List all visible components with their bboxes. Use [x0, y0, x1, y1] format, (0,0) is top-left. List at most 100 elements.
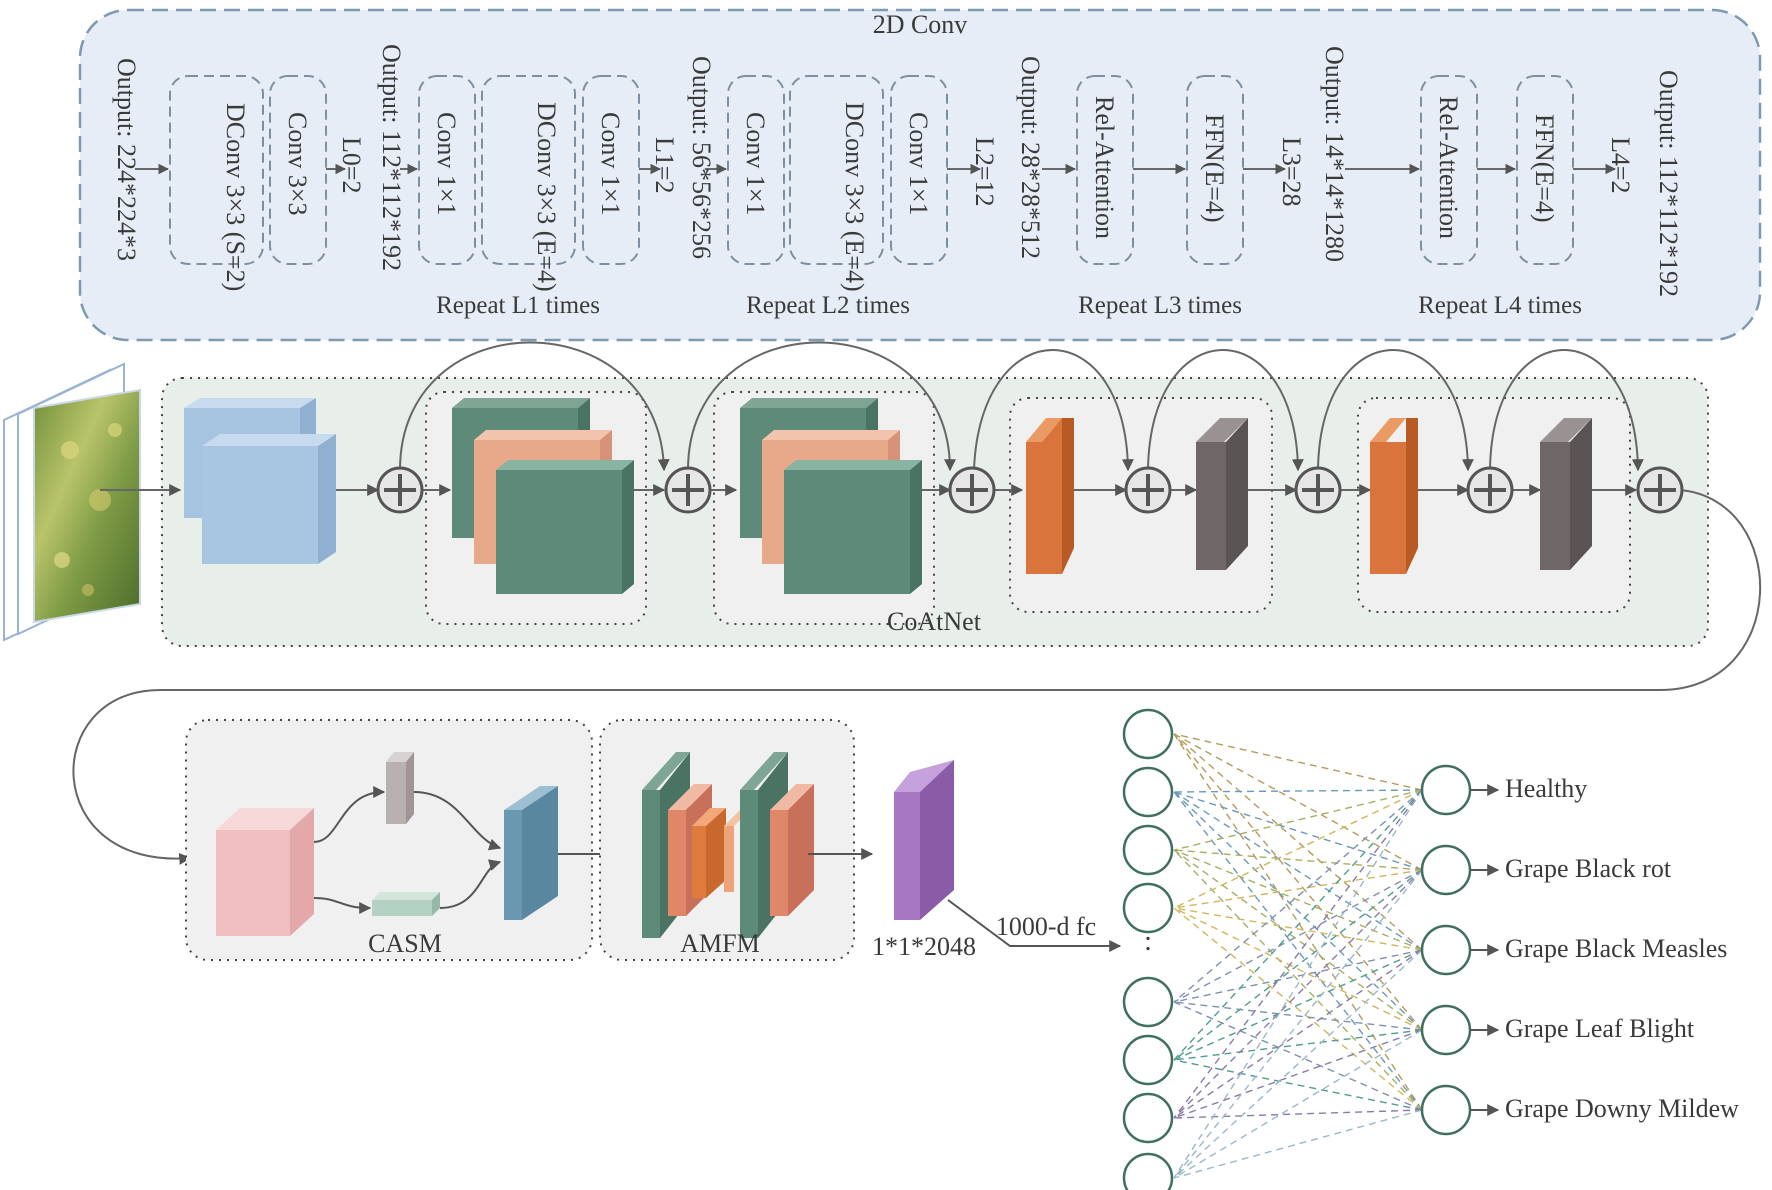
stem-blocks — [184, 398, 336, 564]
fc-connection — [1173, 1059, 1423, 1111]
fc-connection — [1173, 791, 1423, 1111]
repeat-label-2: Repeat L2 times — [746, 292, 910, 319]
sum-node-7 — [1636, 466, 1684, 514]
feature-vector: 1*1*2048 1000-d fc — [872, 760, 1122, 961]
fc-connection — [1173, 789, 1423, 1003]
fc-connection — [1173, 849, 1423, 871]
fc-connection — [1173, 789, 1423, 1119]
block-label-conv1x1-b: Conv 1×1 — [596, 112, 625, 216]
fc-connection — [1173, 733, 1423, 1111]
layer-count-2: L2=12 — [970, 137, 999, 207]
conv-panel-title: 2D Conv — [873, 10, 968, 39]
fc-input-node — [1122, 882, 1174, 934]
fc-connection — [1173, 789, 1423, 793]
fc-output-nodes — [1420, 764, 1500, 1136]
fc-connection — [1173, 869, 1423, 1179]
class-labels: Healthy Grape Black rot Grape Black Meas… — [1505, 774, 1739, 1123]
fc-connection — [1173, 1001, 1423, 1111]
block-label-rel-attention-b: Rel-Attention — [1434, 96, 1463, 239]
class-label-healthy: Healthy — [1505, 774, 1587, 803]
neuron-ellipsis: : — [1144, 926, 1152, 957]
repeat-label-1: Repeat L1 times — [436, 292, 600, 319]
fc-connection — [1173, 1029, 1423, 1119]
class-label-leaf-blight: Grape Leaf Blight — [1505, 1014, 1695, 1043]
fc-connection — [1173, 791, 1423, 951]
block-label-ffn-b: FFN(E=4) — [1530, 114, 1559, 223]
fc-input-node — [1122, 824, 1174, 876]
layer-count-3: L3=28 — [1277, 137, 1306, 207]
conv-panel: 2D Conv — [78, 8, 1762, 342]
block-label-conv3x3: Conv 3×3 — [283, 112, 312, 216]
output-size-5: Output: 112*112*192 — [1654, 70, 1683, 297]
conv-blocks — [169, 75, 1574, 265]
fc-connection — [1173, 949, 1423, 1179]
casm-module: CASM — [185, 719, 632, 961]
fc-connections — [1173, 733, 1423, 1179]
class-label-black-measles: Grape Black Measles — [1505, 934, 1727, 963]
fc-connection — [1173, 789, 1423, 909]
fc-input-node — [1122, 1152, 1174, 1190]
class-label-black-rot: Grape Black rot — [1505, 854, 1672, 883]
fc-connection — [1173, 789, 1423, 1179]
fc-connection — [1173, 849, 1423, 1031]
input-image — [3, 362, 141, 642]
fc-connection — [1173, 1109, 1423, 1119]
fc-connection — [1173, 869, 1423, 909]
fc-connection — [1173, 869, 1423, 1119]
sum-node-6 — [1466, 466, 1514, 514]
amfm-label: AMFM — [680, 929, 759, 958]
fc-connection — [1173, 949, 1423, 1119]
output-size-1: Output: 112*112*192 — [377, 44, 406, 271]
fc-connection — [1173, 949, 1423, 1061]
fc-output-node — [1420, 844, 1472, 896]
fc-connection — [1173, 789, 1423, 1061]
fc-connection — [1173, 949, 1423, 1003]
sum-node-1 — [376, 466, 424, 514]
block-label-ffn-a: FFN(E=4) — [1200, 114, 1229, 223]
output-size-4: Output: 14*14*1280 — [1320, 46, 1349, 262]
mbconv-stage-1 — [452, 398, 634, 594]
fc-connection — [1173, 849, 1423, 951]
fc-input-node — [1122, 766, 1174, 818]
output-size-3: Output: 28*28*512 — [1016, 56, 1045, 259]
block-label-dconv-e4-a: DConv 3×3 (E=4) — [532, 102, 561, 292]
sum-nodes — [376, 466, 1684, 514]
fc-connection — [1173, 869, 1423, 1003]
block-label-conv1x1-a: Conv 1×1 — [432, 112, 461, 216]
fc-connection — [1173, 907, 1423, 1031]
fc-connection — [1173, 791, 1423, 1031]
fc-output-node — [1420, 924, 1472, 976]
block-label-dconv-e4-b: DConv 3×3 (E=4) — [840, 102, 869, 292]
fc-connection — [1173, 869, 1423, 1061]
transformer-blocks — [1026, 418, 1592, 574]
fc-connection — [1173, 733, 1423, 951]
output-size-2: Output: 56*56*256 — [687, 56, 716, 259]
fc-output-node — [1420, 764, 1472, 816]
fc-connection — [1173, 907, 1423, 951]
fc-connection — [1173, 907, 1423, 1111]
fc-label: 1000-d fc — [996, 912, 1096, 941]
fc-connection — [1173, 1029, 1423, 1179]
layer-count-1: L1=2 — [650, 137, 679, 194]
layer-count-4: L4=2 — [1606, 137, 1635, 194]
fc-input-node — [1122, 1092, 1174, 1144]
sum-node-5 — [1294, 466, 1342, 514]
fc-connection — [1173, 733, 1423, 1031]
sum-node-3 — [948, 466, 996, 514]
block-label-dconv-s2: DConv 3×3 (S=2) — [221, 103, 250, 291]
fc-input-nodes — [1122, 708, 1174, 1190]
fc-input-node — [1122, 976, 1174, 1028]
layer-count-0: L0=2 — [337, 137, 366, 194]
block-label-conv1x1-d: Conv 1×1 — [904, 112, 933, 216]
fc-connection — [1173, 789, 1423, 851]
fc-output-node — [1420, 1004, 1472, 1056]
sum-node-4 — [1124, 466, 1172, 514]
block-label-rel-attention-a: Rel-Attention — [1090, 96, 1119, 239]
fc-connection — [1173, 791, 1423, 871]
class-label-downy-mildew: Grape Downy Mildew — [1505, 1094, 1739, 1123]
sum-node-2 — [664, 466, 712, 514]
repeat-label-3: Repeat L3 times — [1078, 292, 1242, 319]
output-size-0: Output: 224*224*3 — [112, 58, 141, 261]
classifier: : Healthy Grape Black rot Grape Black Me… — [1122, 708, 1739, 1190]
